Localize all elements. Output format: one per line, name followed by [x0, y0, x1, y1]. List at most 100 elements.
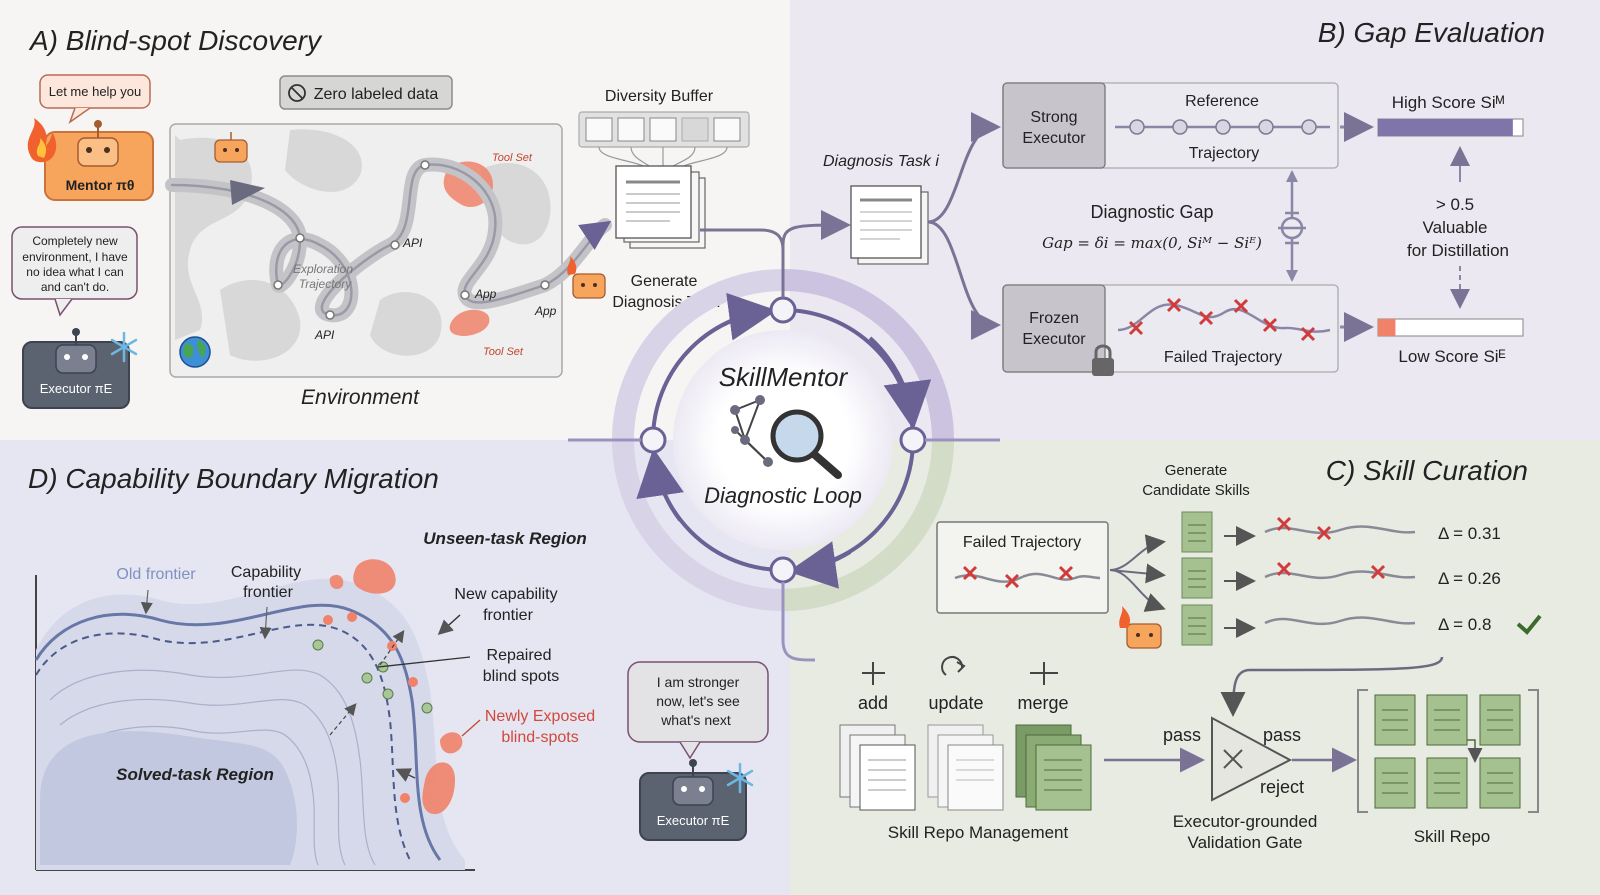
repaired-label-2: blind spots	[483, 668, 560, 685]
generate-task-label-1: Generate	[631, 273, 698, 290]
threshold-label: > 0.5	[1436, 195, 1474, 214]
merge-icon	[1030, 662, 1058, 685]
panel-d-title: D) Capability Boundary Migration	[28, 463, 439, 494]
snowflake-icon	[110, 331, 138, 363]
diagnostic-loop-label: Diagnostic Loop	[704, 483, 862, 508]
op-merge: merge	[1017, 693, 1068, 713]
gap-connector	[1278, 170, 1306, 282]
low-score-bar	[1377, 318, 1524, 337]
repo-docs-merge	[1015, 724, 1092, 811]
low-score-label: Low Score Siᴱ	[1398, 347, 1505, 366]
svg-text:Strong: Strong	[1030, 109, 1077, 126]
panel-b-title: B) Gap Evaluation	[1318, 17, 1545, 48]
executor-robot: Executor πE	[22, 328, 130, 409]
lock-icon	[1092, 344, 1114, 376]
diagnosis-task-label: Diagnosis Task i	[823, 153, 939, 170]
reject-label: reject	[1260, 777, 1304, 797]
svg-text:Executor πE: Executor πE	[657, 813, 730, 828]
svg-text:Exploration: Exploration	[293, 262, 353, 276]
svg-text:what's next: what's next	[660, 712, 731, 728]
gate-label-1: Executor-grounded	[1173, 812, 1318, 831]
executor-speech-bubble-d: I am stronger now, let's see what's next	[627, 661, 769, 760]
diversity-buffer-label: Diversity Buffer	[605, 88, 714, 105]
skillmentor-title: SkillMentor	[719, 362, 849, 392]
repo-mgmt-label: Skill Repo Management	[888, 823, 1069, 842]
repo-docs-update	[927, 724, 1004, 811]
high-score-bar	[1377, 118, 1524, 137]
svg-text:Reference: Reference	[1185, 93, 1259, 110]
mentor-robot: Mentor πθ	[44, 120, 154, 201]
svg-text:Frozen: Frozen	[1029, 310, 1079, 327]
failed-trajectory-box: Failed Trajectory	[936, 521, 1109, 614]
op-add: add	[858, 693, 888, 713]
svg-text:Completely new: Completely new	[32, 234, 118, 248]
distillation-label: for Distillation	[1407, 241, 1509, 260]
diagnostic-gap-title: Diagnostic Gap	[1090, 202, 1213, 222]
diagnosis-task-docs	[615, 165, 706, 249]
generate-label-2: Candidate Skills	[1142, 482, 1250, 499]
capability-map	[34, 559, 481, 871]
svg-text:no idea what I can: no idea what I can	[26, 265, 123, 279]
svg-text:environment, I have: environment, I have	[22, 250, 128, 264]
svg-text:API: API	[402, 236, 423, 250]
zero-labeled-data-badge: Zero labeled data	[279, 75, 453, 110]
capability-frontier-label-2: frontier	[243, 584, 293, 601]
add-icon	[862, 662, 885, 685]
solved-region-label: Solved-task Region	[116, 765, 274, 784]
fire-icon	[27, 118, 57, 163]
skill-repo-label: Skill Repo	[1414, 827, 1491, 846]
globe-icon	[179, 336, 211, 368]
new-frontier-label-1: New capability	[454, 586, 557, 603]
pass-label-2: pass	[1263, 725, 1301, 745]
delta-2: Δ = 0.26	[1438, 569, 1501, 588]
old-frontier-label: Old frontier	[116, 566, 196, 583]
panel-a-title: A) Blind-spot Discovery	[28, 25, 323, 56]
svg-text:Executor: Executor	[1022, 130, 1086, 147]
svg-text:Tool Set: Tool Set	[492, 152, 533, 164]
generate-label-1: Generate	[1165, 462, 1228, 479]
candidate-skill-docs	[1181, 511, 1213, 646]
svg-text:Trajectory: Trajectory	[299, 277, 352, 291]
gap-formula: Gap = δi = max(0, Siᴹ − Siᴱ)	[1042, 234, 1262, 252]
svg-text:and can't do.: and can't do.	[41, 280, 109, 294]
svg-text:App: App	[534, 304, 557, 318]
svg-text:Failed Trajectory: Failed Trajectory	[963, 534, 1081, 551]
valuable-label: Valuable	[1423, 218, 1488, 237]
frozen-executor-row: Frozen Executor Failed Trajectory	[1002, 284, 1339, 376]
delta-1: Δ = 0.31	[1438, 524, 1501, 543]
diversity-buffer	[578, 111, 750, 171]
svg-text:Failed Trajectory: Failed Trajectory	[1164, 349, 1282, 366]
environment-map: Tool Set Tool Set API API App App Explor…	[165, 123, 612, 378]
environment-label: Environment	[301, 386, 420, 409]
mentor-small-icon	[567, 256, 606, 299]
svg-text:Trajectory: Trajectory	[1189, 145, 1260, 162]
high-score-label: High Score Siᴹ	[1392, 93, 1505, 112]
mentor-speech-bubble: Let me help you	[39, 74, 151, 124]
newly-exposed-label-1: Newly Exposed	[485, 708, 595, 725]
svg-text:API: API	[314, 328, 335, 342]
svg-text:Mentor πθ: Mentor πθ	[66, 177, 135, 193]
op-update: update	[928, 693, 983, 713]
unseen-region-label: Unseen-task Region	[423, 529, 586, 548]
svg-text:Let me help you: Let me help you	[49, 84, 142, 99]
diagnosis-task-doc	[850, 185, 929, 265]
magnifier-network-icon	[730, 395, 842, 479]
newly-exposed-label-2: blind-spots	[501, 729, 578, 746]
svg-text:App: App	[474, 287, 497, 301]
svg-text:I am stronger: I am stronger	[657, 674, 740, 690]
failure-marks	[1128, 297, 1316, 342]
svg-text:Zero labeled data: Zero labeled data	[314, 86, 439, 103]
gate-label-2: Validation Gate	[1188, 833, 1303, 852]
repaired-label-1: Repaired	[487, 647, 552, 664]
capability-frontier-label-1: Capability	[231, 564, 301, 581]
svg-text:Tool Set: Tool Set	[483, 346, 524, 358]
executor-robot-d: Executor πE	[639, 759, 747, 841]
candidate-failure-marks	[1276, 516, 1386, 580]
strong-executor-row: Strong Executor Reference Trajectory	[1002, 82, 1339, 169]
repo-docs-add	[839, 724, 916, 811]
svg-text:Executor: Executor	[1022, 331, 1086, 348]
skill-repo	[1357, 689, 1539, 813]
svg-text:Executor πE: Executor πE	[40, 381, 113, 396]
checkmark-icon	[1516, 614, 1542, 635]
